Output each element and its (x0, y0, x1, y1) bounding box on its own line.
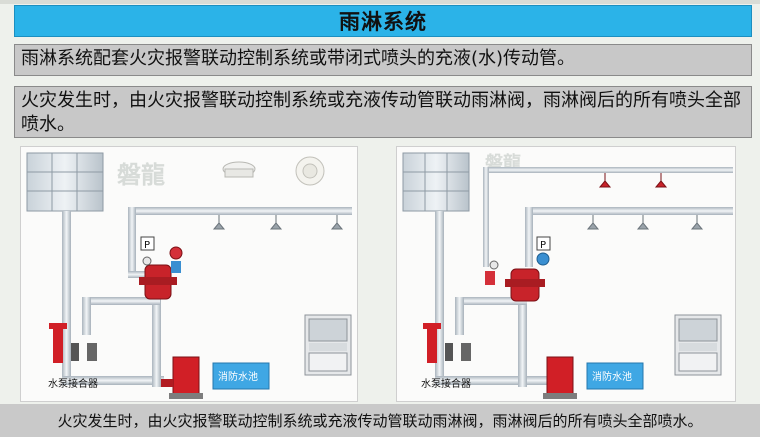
title-bar: 雨淋系统 (14, 5, 752, 37)
watermark-left: 磐龍 (117, 161, 165, 189)
closed-sprinklers (600, 173, 666, 187)
pressure-label-left: P (144, 240, 150, 251)
bottom-caption: 火灾发生时，由火灾报警联动控制系统或充液传动管联动雨淋阀，雨淋阀后的所有喷头全部… (0, 404, 760, 437)
sprinkler-heads (588, 215, 702, 229)
pool-label-left: 消防水池 (218, 370, 258, 383)
pressure-label-right: P (540, 240, 546, 251)
caption-text: 火灾发生时，由火灾报警联动控制系统或充液传动管联动雨淋阀，雨淋阀后的所有喷头全部… (57, 410, 702, 431)
control-cabinet (675, 315, 721, 375)
info-text-2: 火灾发生时，由火灾报警联动控制系统或充液传动管联动雨淋阀，雨淋阀后的所有喷头全部… (21, 90, 741, 135)
info-box-1: 雨淋系统配套火灾报警联动控制系统或带闭式喷头的充液(水)传动管。 (14, 44, 752, 76)
control-cabinet (305, 315, 351, 375)
diagram-panel-left: 磐龍 P (20, 146, 358, 402)
pool-label-right: 消防水池 (592, 370, 632, 383)
deluge-valve (139, 247, 182, 299)
heat-detector (296, 157, 324, 185)
water-tank (403, 153, 469, 211)
pump-connector-label-left: 水泵接合器 (48, 377, 98, 390)
fire-pump (543, 357, 577, 399)
pump-connector-label-right: 水泵接合器 (421, 377, 471, 390)
info-box-2: 火灾发生时，由火灾报警联动控制系统或充液传动管联动雨淋阀，雨淋阀后的所有喷头全部… (14, 86, 752, 138)
page-title: 雨淋系统 (339, 6, 427, 36)
fire-pump (161, 357, 203, 399)
smoke-detector (223, 162, 255, 177)
diagram-left-svg: 磐龍 P (21, 147, 357, 401)
diagram-right-svg: 磐龍 P (397, 147, 735, 401)
deluge-valve (485, 253, 549, 301)
water-tank (27, 153, 103, 211)
diagram-panel-right: 磐龍 P (396, 146, 736, 402)
top-strip (0, 0, 760, 4)
sprinkler-heads (214, 215, 342, 229)
info-text-1: 雨淋系统配套火灾报警联动控制系统或带闭式喷头的充液(水)传动管。 (21, 48, 575, 69)
